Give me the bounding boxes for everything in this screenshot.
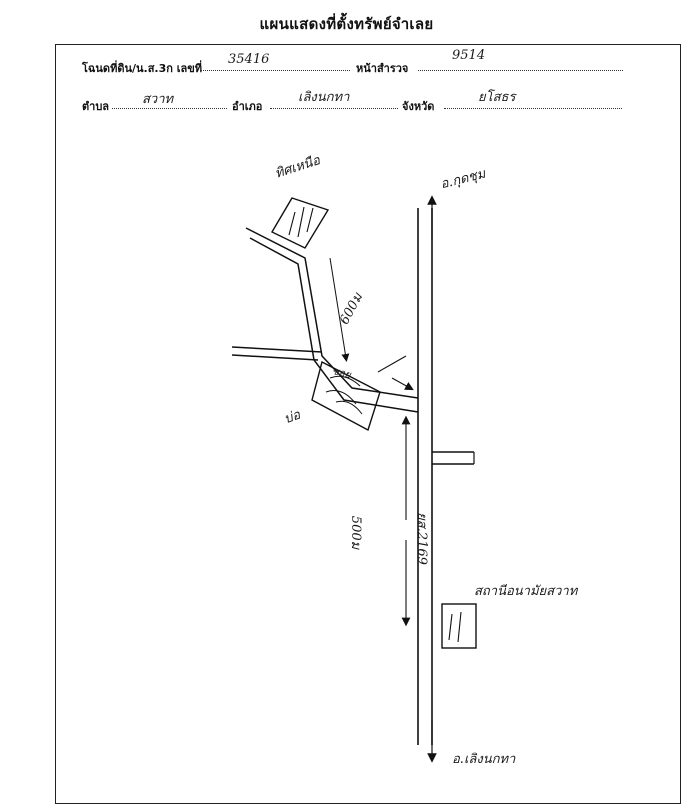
province-value: ยโสธร	[478, 90, 516, 105]
page-title: แผนแสดงที่ตั้งทรัพย์จำเลย	[259, 15, 434, 33]
landmark-plot	[441, 603, 477, 649]
district-label: อำเภอ	[232, 100, 263, 113]
deed-value: 35416	[228, 52, 270, 67]
subdistrict-label: ตำบล	[82, 100, 110, 113]
landmark-label: สถานีอนามัยสวาท	[474, 584, 578, 599]
subdistrict-dotted-line	[112, 108, 227, 109]
district-value: เลิงนกทา	[298, 90, 350, 105]
survey-label: หน้าสำรวจ	[356, 62, 409, 75]
landmark-plot-hatch	[448, 613, 453, 641]
top-plot-hatch	[288, 211, 296, 236]
survey-dotted-line	[418, 70, 623, 71]
top-plot-hatch	[297, 206, 305, 238]
junction-pointer	[377, 355, 407, 373]
deed-label: โฉนดที่ดิน/น.ส.3ก เลขที่	[82, 62, 203, 75]
deed-dotted-line	[200, 70, 350, 71]
main-distance-label: 500ม	[348, 515, 364, 550]
left-branch-lower	[231, 354, 319, 361]
side-road-lower	[249, 237, 419, 413]
top-plot-hatch	[306, 207, 314, 233]
subject-plot-hatch	[325, 375, 363, 415]
subdistrict-value: สวาท	[142, 92, 174, 107]
survey-value: 9514	[452, 48, 486, 63]
junction-arrow	[391, 377, 414, 391]
subject-plot	[311, 360, 381, 432]
left-branch-upper	[231, 346, 323, 353]
side-distance-arrow	[329, 257, 350, 362]
landmark-plot-hatch	[457, 611, 462, 643]
province-label: จังหวัด	[402, 100, 435, 113]
district-dotted-line	[270, 108, 398, 109]
province-dotted-line	[444, 108, 622, 109]
side-road-upper	[245, 227, 419, 399]
bottom-destination-label: อ.เลิงนกทา	[452, 752, 516, 767]
road-code-label: ยส.2169	[413, 512, 429, 565]
top-plot	[271, 197, 330, 249]
